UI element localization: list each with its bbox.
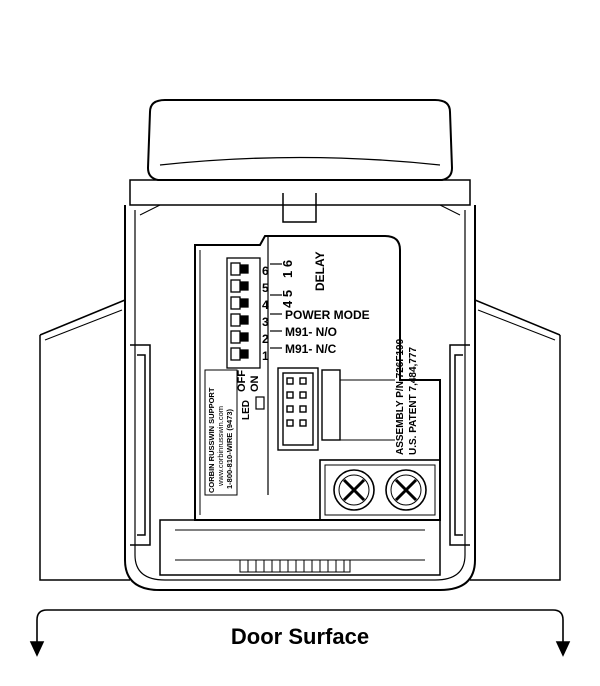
dip-legend-power-mode: POWER MODE bbox=[285, 308, 370, 322]
dip-number: 6 bbox=[262, 264, 269, 278]
led: LED bbox=[241, 396, 265, 420]
housing bbox=[39, 193, 561, 591]
dip-legend-m91-nc: M91- N/C bbox=[285, 342, 337, 356]
dip-switch-5[interactable] bbox=[230, 279, 241, 293]
door-surface-label: Door Surface bbox=[231, 624, 369, 649]
terminal-block bbox=[319, 459, 441, 521]
dip-number: 5 bbox=[262, 281, 269, 295]
arrow-down-icon bbox=[555, 641, 571, 657]
dip-legend-delay: DELAY bbox=[313, 251, 327, 291]
off-label: OFF bbox=[236, 370, 248, 392]
dip-switch-6[interactable] bbox=[230, 262, 241, 276]
support-website: www.corbinrusswin.com bbox=[216, 406, 225, 487]
bottom-connector bbox=[239, 559, 351, 573]
dip-switch-2[interactable] bbox=[230, 330, 241, 344]
door-surface-arrow bbox=[29, 609, 571, 657]
support-title: CORBIN RUSSWIN SUPPORT bbox=[207, 387, 216, 493]
assembly-patent: U.S. PATENT 7,484,777 bbox=[408, 347, 419, 455]
connector bbox=[277, 367, 395, 451]
dip-number: 3 bbox=[262, 315, 269, 329]
dip-switch-4[interactable] bbox=[230, 296, 241, 310]
dip-switch-numbers: 6 5 4 3 2 1 bbox=[262, 264, 269, 363]
dip-legend: 1 6 4 5 DELAY POWER MODE M91- N/O M91- N… bbox=[280, 251, 370, 356]
dip-legend-pair: 4 5 bbox=[280, 290, 295, 308]
left-bracket bbox=[130, 344, 151, 546]
off-on-labels: OFF ON bbox=[236, 370, 261, 392]
dip-number: 1 bbox=[262, 349, 269, 363]
right-bracket bbox=[449, 344, 470, 546]
circuit-board bbox=[194, 235, 441, 521]
dip-switch-3[interactable] bbox=[230, 313, 241, 327]
arrow-down-icon bbox=[29, 641, 45, 657]
support-label-panel: CORBIN RUSSWIN SUPPORT www.corbinrusswin… bbox=[204, 369, 238, 496]
top-cap bbox=[129, 99, 471, 206]
support-phone: 1-800-810-WIRE (9473) bbox=[225, 408, 234, 489]
dip-number: 4 bbox=[262, 298, 269, 312]
led-label: LED bbox=[241, 400, 252, 420]
dip-legend-pair: 1 6 bbox=[280, 260, 295, 278]
dip-legend-m91-no: M91- N/O bbox=[285, 325, 337, 339]
dip-switch-1[interactable] bbox=[230, 347, 241, 361]
screw-icon[interactable] bbox=[385, 469, 427, 511]
led-indicator bbox=[255, 396, 265, 410]
dip-number: 2 bbox=[262, 332, 269, 346]
dip-switch bbox=[226, 257, 261, 369]
dip-legend-leaders bbox=[270, 263, 282, 349]
assembly-label: ASSEMBLY P/N 726F199 U.S. PATENT 7,484,7… bbox=[395, 338, 419, 455]
on-label: ON bbox=[249, 375, 261, 392]
screw-icon[interactable] bbox=[333, 469, 375, 511]
assembly-part-number: ASSEMBLY P/N 726F199 bbox=[395, 338, 406, 455]
